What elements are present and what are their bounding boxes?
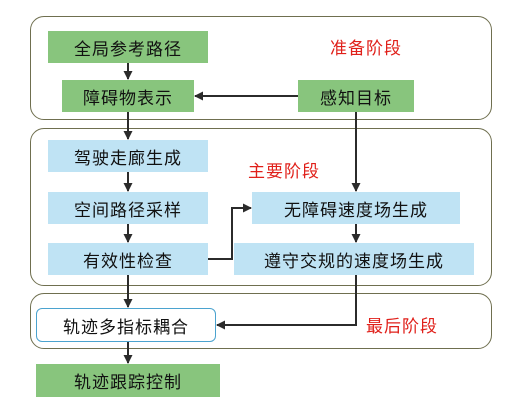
arrow-rule-to-coupling xyxy=(216,275,357,330)
perceive-target-node: 感知目标 xyxy=(298,80,414,112)
corridor-gen-node: 驾驶走廊生成 xyxy=(48,140,208,172)
spatial-sampling-node: 空间路径采样 xyxy=(48,192,208,224)
multi-coupling-node: 轨迹多指标耦合 xyxy=(36,308,216,342)
main-stage-frame xyxy=(30,128,492,286)
final-stage-frame xyxy=(30,293,492,349)
final-stage-label: 最后阶段 xyxy=(366,317,438,337)
main-stage-label: 主要阶段 xyxy=(248,162,320,182)
obstacle-repr-node: 障碍物表示 xyxy=(62,80,194,112)
prep-stage-frame xyxy=(30,16,492,120)
obstacle-free-speed-node: 无障碍速度场生成 xyxy=(252,192,460,224)
rule-speed-node: 遵守交规的速度场生成 xyxy=(234,243,474,275)
global-path-node: 全局参考路径 xyxy=(48,31,208,63)
tracking-control-node: 轨迹跟踪控制 xyxy=(36,364,220,397)
prep-stage-label: 准备阶段 xyxy=(330,39,402,59)
validity-check-node: 有效性检查 xyxy=(48,243,208,275)
arrow-validity-to-speed xyxy=(208,203,252,260)
